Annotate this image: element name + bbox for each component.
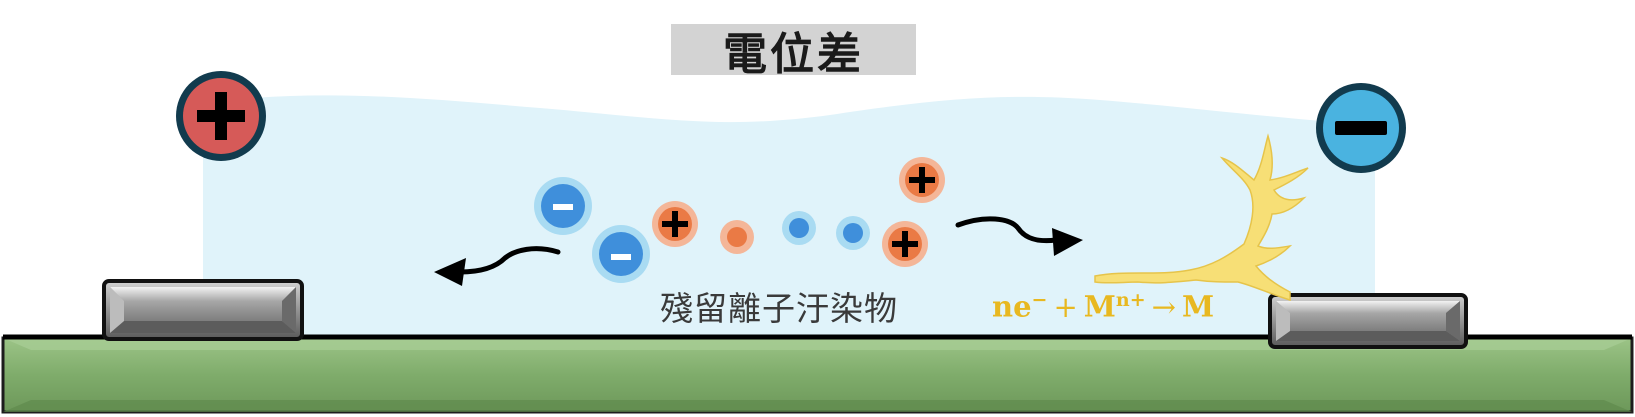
potential-difference-title: 電位差 — [671, 24, 916, 80]
small-cation-ion — [720, 220, 754, 254]
cathode-pad — [1268, 293, 1468, 349]
anion-ion — [534, 177, 592, 235]
cation-ion — [882, 221, 928, 267]
arrow-left-icon — [434, 246, 561, 286]
contaminant-label: 殘留離子汙染物 — [660, 289, 898, 328]
reaction-arrow: → — [1151, 289, 1176, 324]
metal-ion-term: M — [1083, 289, 1116, 324]
metal-product: M — [1181, 289, 1215, 324]
negative-terminal-icon — [1316, 83, 1406, 173]
anion-ion — [592, 225, 650, 283]
dendrite-growth — [1094, 133, 1309, 302]
electron-term: ne — [992, 289, 1032, 324]
cation-ion — [899, 157, 945, 203]
anode-pad — [102, 279, 304, 341]
electron-charge: − — [1031, 289, 1048, 311]
arrow-right-icon — [955, 216, 1083, 256]
reduction-equation: ne−+Mn+→M — [992, 289, 1214, 324]
positive-terminal-icon — [176, 71, 266, 161]
cation-ion — [652, 201, 698, 247]
plus-operator: + — [1053, 289, 1078, 324]
small-anion-ion — [836, 216, 870, 250]
small-anion-ion — [782, 211, 816, 245]
metal-ion-charge: n+ — [1115, 289, 1146, 311]
